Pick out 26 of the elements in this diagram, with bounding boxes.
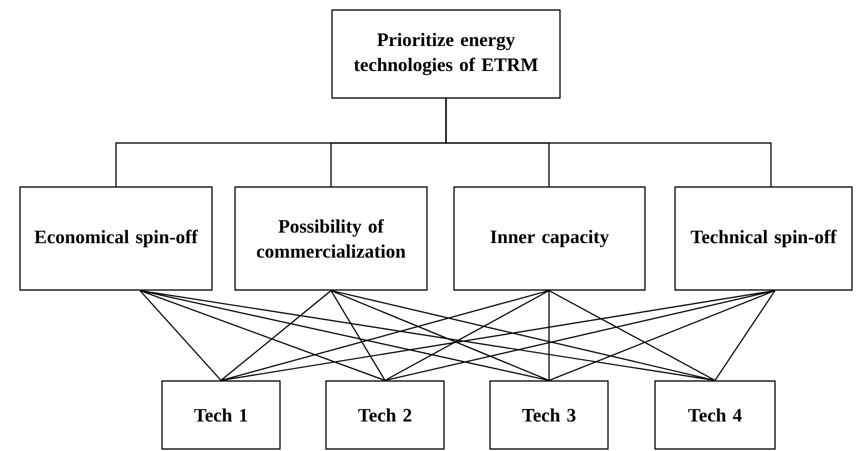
connector-line <box>220 290 332 381</box>
connector-line <box>384 290 550 381</box>
connector-line <box>548 290 716 381</box>
connector-line <box>548 290 550 380</box>
connector-line <box>330 290 716 381</box>
connector-line <box>140 290 550 381</box>
connector-line <box>714 290 776 381</box>
criterion-box: Economical spin-off <box>19 186 213 291</box>
connector-line <box>140 290 386 381</box>
connector-line <box>140 290 222 381</box>
technology-box: Tech 3 <box>489 380 609 450</box>
criterion-box: Possibility of commercialization <box>234 186 428 291</box>
goal-box: Prioritize energy technologies of ETRM <box>331 9 561 99</box>
connector-line <box>330 290 386 381</box>
technology-box: Tech 1 <box>161 380 281 450</box>
connector-line <box>220 290 776 381</box>
technology-box: Tech 2 <box>325 380 445 450</box>
criterion-box: Inner capacity <box>453 186 646 291</box>
connector-line <box>548 290 776 381</box>
connector-line <box>140 290 716 381</box>
connector-line <box>445 98 772 186</box>
connector-line <box>330 290 550 381</box>
technology-box: Tech 4 <box>654 380 776 450</box>
criterion-box: Technical spin-off <box>674 186 853 291</box>
connector-line <box>220 290 550 381</box>
connector-line <box>384 290 776 381</box>
